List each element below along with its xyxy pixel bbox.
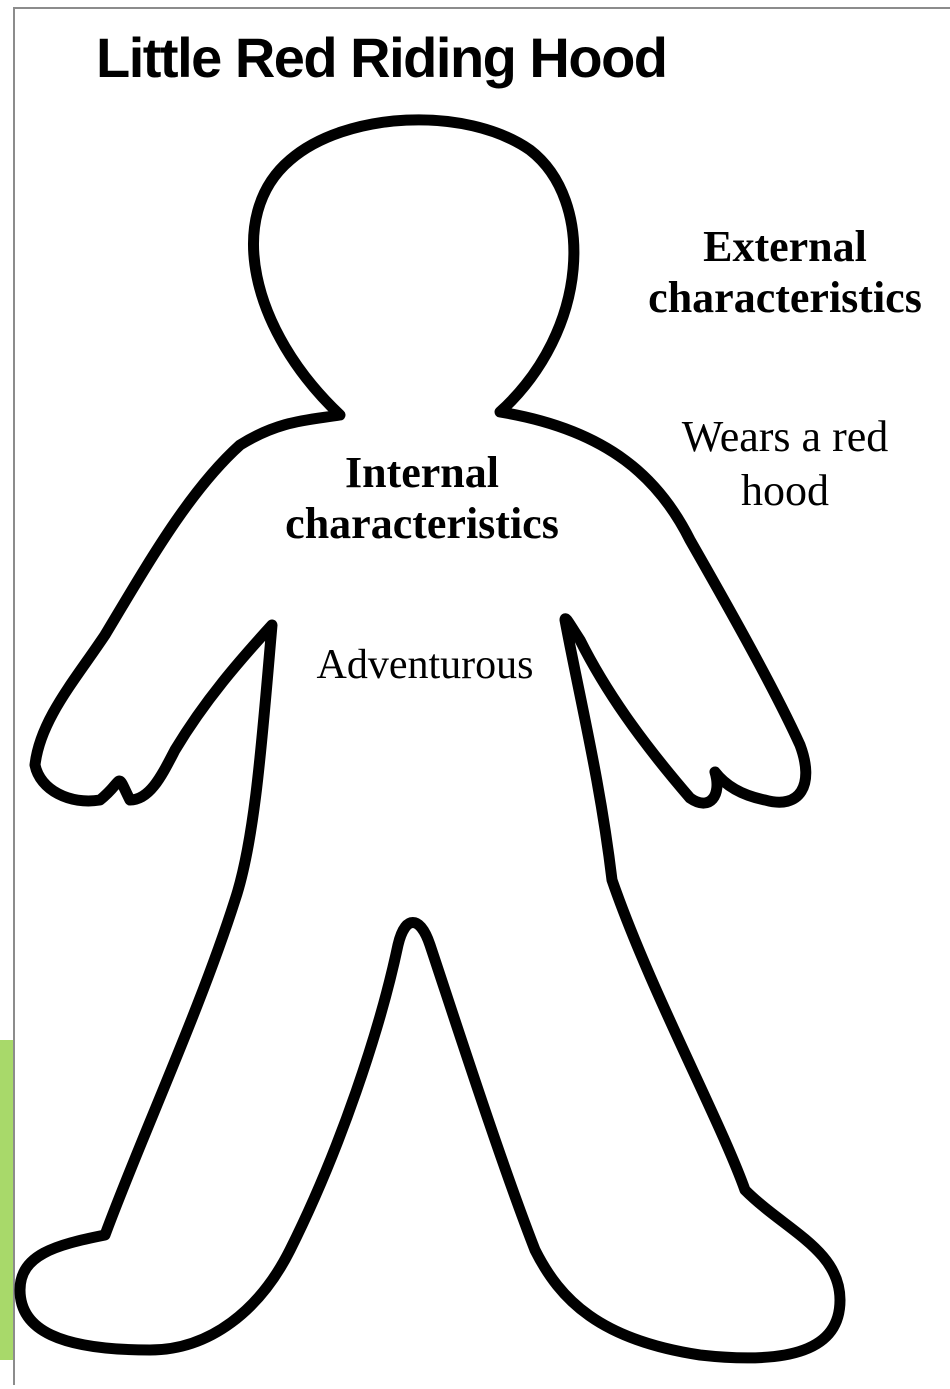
external-characteristics-heading: External characteristics xyxy=(630,222,940,323)
external-characteristic-note: Wears a red hood xyxy=(660,410,910,517)
internal-characteristics-heading: Internal characteristics xyxy=(262,448,582,549)
internal-characteristic-note: Adventurous xyxy=(290,640,560,691)
